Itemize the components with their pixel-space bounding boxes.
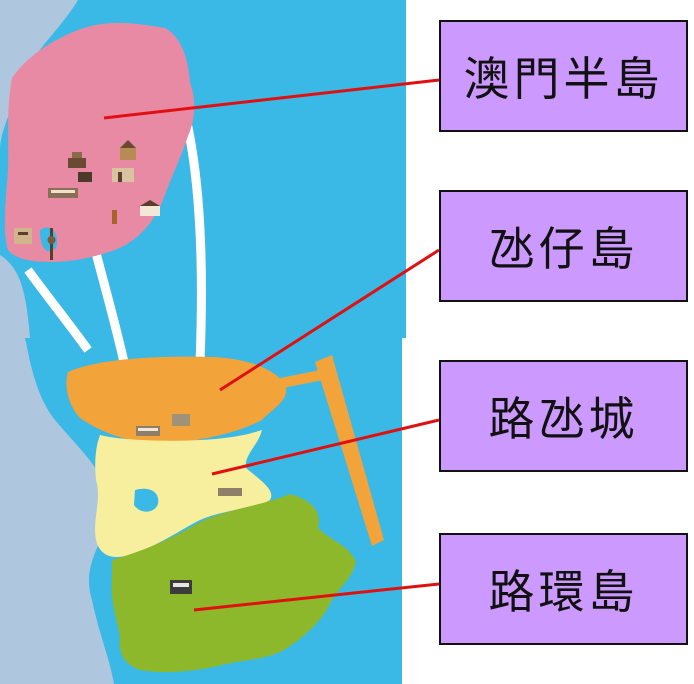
connector-line-macau-peninsula <box>103 78 440 120</box>
label-cotai: 路氹城 <box>439 360 688 472</box>
mainland-lower <box>0 338 114 684</box>
coloane-land <box>111 494 356 673</box>
temple-icon <box>120 140 136 160</box>
connector-line-cotai <box>211 418 440 476</box>
landmark-icon-1 <box>68 152 86 168</box>
mainland-mid <box>0 255 30 338</box>
bridge-1 <box>24 267 92 353</box>
building-icon-6 <box>218 488 242 496</box>
mainland-upper <box>0 0 78 150</box>
tower-icon <box>47 228 56 260</box>
airport-link <box>280 370 323 388</box>
temple-icon-2 <box>140 200 160 216</box>
label-macau-peninsula-text: 澳門半島 <box>463 52 664 106</box>
building-icon-1 <box>112 168 134 182</box>
building-icon-4 <box>136 426 160 436</box>
label-taipa-text: 氹仔島 <box>488 222 639 276</box>
building-icon-7 <box>170 580 192 594</box>
label-cotai-text: 路氹城 <box>488 392 639 446</box>
building-icon-2 <box>48 188 78 198</box>
label-taipa: 氹仔島 <box>439 190 688 302</box>
connector-line-coloane <box>193 582 440 612</box>
taipa-land <box>66 356 287 444</box>
cotai-water <box>134 488 159 512</box>
connector-line-taipa <box>219 248 440 392</box>
label-coloane-text: 路環島 <box>488 565 639 619</box>
airport-runway <box>315 355 384 546</box>
building-icon-5 <box>172 414 190 426</box>
landmark-icon-3 <box>112 210 117 224</box>
label-coloane: 路環島 <box>439 533 688 645</box>
bridge-3 <box>181 117 206 363</box>
label-macau-peninsula: 澳門半島 <box>439 20 688 132</box>
cotai-land <box>95 430 272 558</box>
landmark-icon-2 <box>78 172 92 182</box>
building-icon-3 <box>14 228 32 244</box>
